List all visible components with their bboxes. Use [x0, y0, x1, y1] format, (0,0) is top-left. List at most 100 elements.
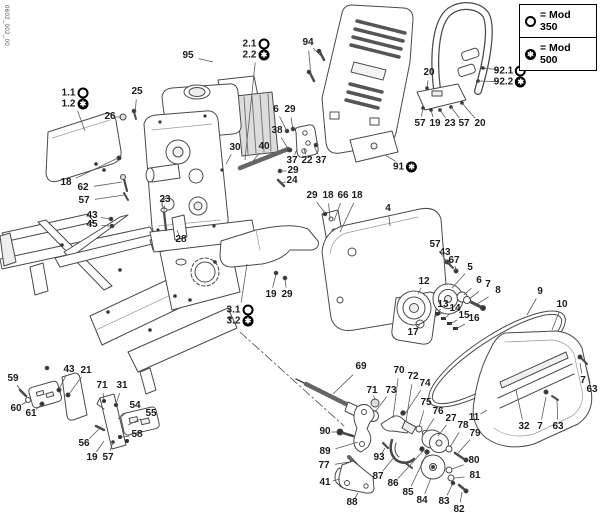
callout-7: 7 — [485, 279, 491, 290]
callout-25: 25 — [131, 86, 143, 97]
callout-16: 16 — [468, 313, 480, 324]
callout-80: 80 — [468, 455, 480, 466]
callout-32: 32 — [518, 421, 530, 432]
callout-6: 6 — [476, 275, 482, 286]
pulley-assembly — [391, 259, 486, 345]
callout-3.2: 3.2✱ — [227, 315, 254, 327]
callout-28: 28 — [175, 234, 187, 245]
callout-1.2: 1.2✱ — [62, 98, 89, 110]
page-code: 0602_002_00 — [3, 5, 9, 47]
callout-13: 13 — [437, 299, 449, 310]
callout-21: 21 — [80, 365, 92, 376]
mod500-icon: ✱ — [515, 76, 527, 88]
mod350-icon — [77, 87, 89, 99]
callout-73: 73 — [385, 385, 397, 396]
callout-86: 86 — [387, 478, 399, 489]
callout-90: 90 — [319, 426, 331, 437]
belt-guard-upper — [219, 209, 344, 281]
callout-81: 81 — [469, 470, 481, 481]
callout-56: 56 — [78, 438, 90, 449]
callout-26: 26 — [104, 111, 116, 122]
callout-41: 41 — [319, 477, 331, 488]
handlebar — [416, 2, 493, 112]
callout-66: 66 — [337, 190, 349, 201]
callout-29: 29 — [284, 104, 296, 115]
callout-43: 43 — [86, 210, 98, 221]
callout-24: 24 — [286, 175, 298, 186]
callout-6: 6 — [273, 104, 279, 115]
callout-19: 19 — [86, 452, 98, 463]
callout-31: 31 — [116, 380, 128, 391]
callout-59: 59 — [7, 373, 19, 384]
legend-row-mod500: ✱ = Mod 500 — [520, 37, 596, 70]
engine-hardware — [108, 108, 319, 241]
callout-92.2: 92.2✱ — [494, 76, 527, 88]
callout-37: 37 — [286, 155, 298, 166]
callout-2.2: 2.2✱ — [243, 49, 270, 61]
callout-77: 77 — [318, 460, 330, 471]
callout-45: 45 — [86, 219, 98, 230]
legend-row-mod350: = Mod 350 — [520, 5, 596, 37]
callout-23: 23 — [159, 194, 171, 205]
callout-55: 55 — [145, 408, 157, 419]
callout-12: 12 — [418, 276, 430, 287]
mod350-icon — [525, 15, 536, 27]
callout-62: 62 — [77, 182, 89, 193]
callout-71: 71 — [96, 380, 108, 391]
callout-7: 7 — [537, 421, 543, 432]
callout-57: 57 — [102, 452, 114, 463]
callout-30: 30 — [229, 142, 241, 153]
callout-18: 18 — [60, 177, 72, 188]
callout-75: 75 — [420, 397, 432, 408]
callout-1.1: 1.1 — [62, 87, 89, 99]
callout-57: 57 — [414, 118, 426, 129]
callout-93: 93 — [373, 452, 385, 463]
legend: = Mod 350 ✱ = Mod 500 — [519, 4, 597, 71]
callout-20: 20 — [474, 118, 486, 129]
engine-assembly — [143, 75, 279, 253]
callout-61: 61 — [25, 408, 37, 419]
callout-76: 76 — [432, 406, 444, 417]
callout-63: 63 — [552, 421, 564, 432]
mod500-icon: ✱ — [406, 161, 418, 173]
seat-shell — [306, 4, 414, 163]
callout-27: 27 — [445, 413, 457, 424]
legend-label-mod350: = Mod 350 — [540, 9, 571, 33]
callout-63: 63 — [586, 384, 598, 395]
left-tray — [45, 112, 122, 183]
callout-83: 83 — [438, 496, 450, 507]
callout-91: 91✱ — [393, 161, 418, 173]
callout-88: 88 — [346, 497, 358, 508]
mod500-icon: ✱ — [242, 315, 254, 327]
callout-17: 17 — [407, 327, 419, 338]
mod500-icon: ✱ — [77, 98, 89, 110]
callout-29: 29 — [287, 165, 299, 176]
callout-69: 69 — [355, 361, 367, 372]
callout-23: 23 — [444, 118, 456, 129]
callout-72: 72 — [407, 371, 419, 382]
callout-85: 85 — [402, 487, 414, 498]
callout-15: 15 — [458, 310, 470, 321]
callout-5: 5 — [467, 262, 473, 273]
callout-74: 74 — [419, 378, 431, 389]
callout-82: 82 — [453, 504, 465, 515]
callout-89: 89 — [319, 446, 331, 457]
callout-38: 38 — [271, 125, 283, 136]
mod350-icon — [242, 304, 254, 316]
callout-19: 19 — [265, 289, 277, 300]
mod500-icon: ✱ — [525, 48, 536, 60]
callout-43: 43 — [63, 364, 75, 375]
frame — [0, 213, 241, 395]
belt-cover — [472, 330, 593, 448]
callout-40: 40 — [258, 141, 270, 152]
callout-87: 87 — [372, 471, 384, 482]
callout-60: 60 — [10, 403, 22, 414]
mod500-icon: ✱ — [258, 49, 270, 61]
callout-67: 67 — [448, 255, 460, 266]
callout-71: 71 — [366, 385, 378, 396]
legend-label-mod500: = Mod 500 — [540, 42, 571, 66]
callout-57: 57 — [458, 118, 470, 129]
callout-11: 11 — [468, 412, 480, 423]
